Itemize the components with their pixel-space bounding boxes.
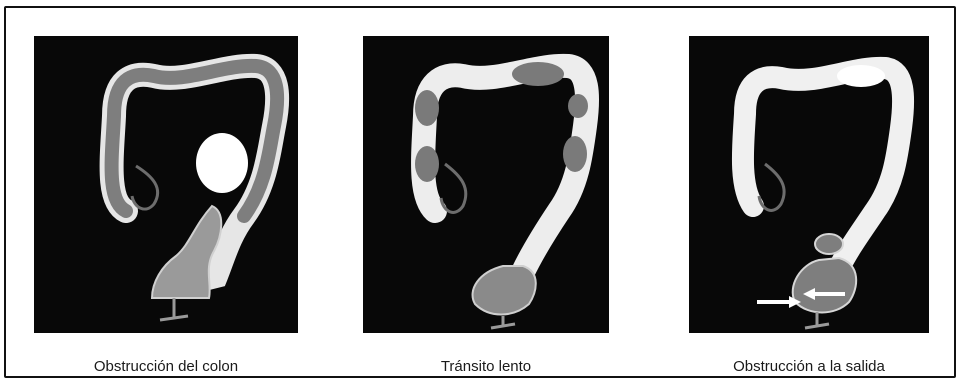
anal-canal — [805, 312, 829, 328]
contrast-segment — [837, 65, 885, 87]
colon-wall — [423, 66, 587, 272]
colon-lumen — [112, 66, 278, 216]
panel-colon-obstruction — [34, 36, 298, 333]
contrast-segment — [415, 146, 439, 182]
anal-canal — [491, 316, 515, 328]
contrast-segment — [563, 136, 587, 172]
small-bowel-loop — [759, 164, 784, 210]
caption-colon-obstruction: Obstrucción del colon — [34, 358, 298, 375]
panel-slow-transit — [363, 36, 609, 333]
rectum — [473, 266, 536, 315]
outlet-obstruction-illustration — [689, 36, 929, 333]
caption-slow-transit: Tránsito lento — [363, 358, 609, 375]
contrast-segment — [568, 94, 588, 118]
panel-outlet-obstruction — [689, 36, 929, 333]
slow-transit-illustration — [363, 36, 609, 333]
colon-obstruction-illustration — [34, 36, 298, 333]
small-bowel-loop — [132, 166, 158, 209]
figure-frame: Obstrucción del colon Tránsito lento Obs… — [4, 6, 956, 378]
contrast-segment — [415, 90, 439, 126]
caption-outlet-obstruction: Obstrucción a la salida — [689, 358, 929, 375]
obstructing-mass — [196, 133, 248, 193]
rectum — [793, 258, 856, 313]
anal-canal — [160, 298, 188, 320]
small-bowel-loop — [441, 164, 466, 212]
contrast-segment — [512, 62, 564, 86]
stool-segment — [815, 234, 843, 254]
